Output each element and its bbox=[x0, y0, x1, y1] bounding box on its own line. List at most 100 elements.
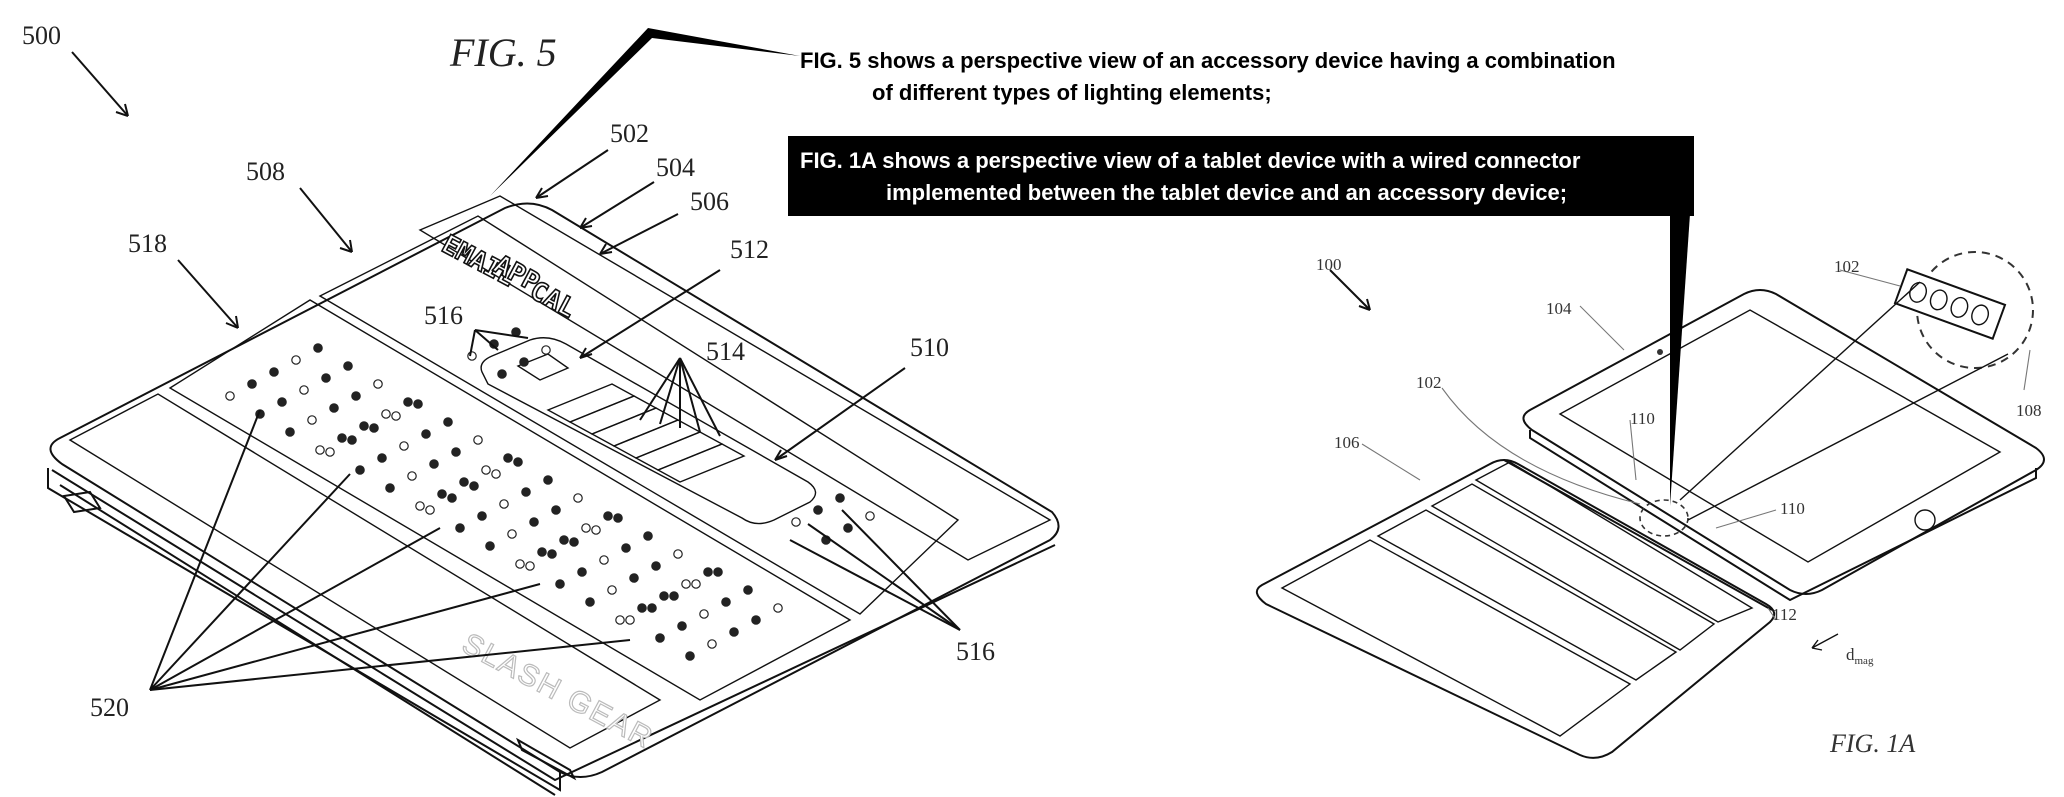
lighting-dot bbox=[513, 457, 523, 467]
lighting-dot bbox=[413, 399, 423, 409]
lighting-dot bbox=[499, 499, 509, 509]
hinge-strip bbox=[1503, 459, 1773, 611]
ref-106: 106 bbox=[1334, 433, 1360, 452]
lighting-dot bbox=[699, 609, 709, 619]
lighting-dot bbox=[315, 445, 325, 455]
caption-fig5: FIG. 5 shows a perspective view of an ac… bbox=[490, 28, 1616, 196]
ref-510: 510 bbox=[910, 333, 949, 362]
lighting-dot bbox=[485, 541, 495, 551]
ref-104: 104 bbox=[1546, 299, 1572, 318]
display-icon bbox=[516, 353, 570, 381]
lighting-dot bbox=[529, 517, 539, 527]
ref-102-top: 102 bbox=[1834, 257, 1860, 276]
hinge-tab-left bbox=[62, 490, 102, 514]
lighting-dot bbox=[329, 403, 339, 413]
lighting-dot bbox=[515, 559, 525, 569]
lighting-dot bbox=[437, 489, 447, 499]
caption-fig1a-line1: FIG. 1A shows a perspective view of a ta… bbox=[800, 148, 1581, 173]
caption-fig5-line1: FIG. 5 shows a perspective view of an ac… bbox=[800, 48, 1616, 73]
lighting-dot bbox=[443, 417, 453, 427]
ref-100: 100 bbox=[1316, 255, 1342, 274]
ref-102-left: 102 bbox=[1416, 373, 1442, 392]
lighting-dot bbox=[369, 423, 379, 433]
lighting-dot bbox=[669, 591, 679, 601]
caption-fig1a-box bbox=[788, 136, 1694, 216]
ref-508: 508 bbox=[246, 157, 285, 186]
lighting-dot bbox=[551, 505, 561, 515]
lighting-dot bbox=[621, 543, 631, 553]
lighting-dot bbox=[403, 397, 413, 407]
lighting-dot bbox=[655, 633, 665, 643]
ref-518: 518 bbox=[128, 229, 167, 258]
display-bars-514 bbox=[546, 383, 746, 483]
lighting-dot bbox=[429, 459, 439, 469]
ref-110-right: 110 bbox=[1780, 499, 1805, 518]
lighting-dot bbox=[581, 523, 591, 533]
fig1a-title: FIG. 1A bbox=[1829, 729, 1915, 758]
lighting-dot bbox=[729, 627, 739, 637]
lighting-dot bbox=[751, 615, 761, 625]
lighting-dot bbox=[537, 547, 547, 557]
lighting-dot bbox=[685, 651, 695, 661]
lighting-dot bbox=[543, 475, 553, 485]
lighting-dot bbox=[585, 597, 595, 607]
lighting-dot bbox=[491, 469, 501, 479]
lighting-dot bbox=[615, 615, 625, 625]
caption-fig1a: FIG. 1A shows a perspective view of a ta… bbox=[788, 136, 1694, 506]
lighting-dot bbox=[425, 505, 435, 515]
ref-512: 512 bbox=[730, 235, 769, 264]
lighting-dot bbox=[681, 579, 691, 589]
connector-pins bbox=[1909, 281, 1990, 326]
ref-112: 112 bbox=[1772, 605, 1797, 624]
lighting-dot bbox=[647, 603, 657, 613]
lighting-dot bbox=[577, 567, 587, 577]
lighting-dot bbox=[637, 603, 647, 613]
lighting-dot bbox=[591, 525, 601, 535]
panel-dots bbox=[168, 299, 852, 701]
lighting-dot bbox=[603, 511, 613, 521]
fig1a-drawing: 100 102 104 102 106 110 110 108 112 dmag… bbox=[1255, 251, 2045, 759]
lighting-dot bbox=[507, 529, 517, 539]
lighting-dots-520 bbox=[225, 343, 783, 661]
ref-520: 520 bbox=[90, 693, 129, 722]
lighting-dot bbox=[713, 567, 723, 577]
lighting-dot bbox=[459, 477, 469, 487]
lighting-dot bbox=[673, 549, 683, 559]
lighting-dot bbox=[381, 409, 391, 419]
lighting-dot bbox=[351, 391, 361, 401]
lighting-dot bbox=[407, 471, 417, 481]
lighting-dot bbox=[629, 573, 639, 583]
lighting-dot bbox=[277, 397, 287, 407]
panel-518 bbox=[68, 393, 662, 749]
lighting-dot bbox=[291, 355, 301, 365]
ref-500: 500 bbox=[22, 21, 61, 50]
lighting-dot-516 bbox=[791, 517, 801, 527]
lighting-dot bbox=[421, 429, 431, 439]
lighting-dot bbox=[659, 591, 669, 601]
lighting-dot bbox=[607, 585, 617, 595]
hinge-bar bbox=[47, 468, 561, 792]
lighting-dot bbox=[325, 447, 335, 457]
lighting-dot bbox=[599, 555, 609, 565]
lighting-dot bbox=[385, 483, 395, 493]
lighting-dot bbox=[613, 513, 623, 523]
cover-bottom-edge bbox=[51, 469, 1056, 782]
connector-circle bbox=[1639, 499, 1689, 537]
lighting-dot bbox=[521, 487, 531, 497]
lighting-dot bbox=[547, 549, 557, 559]
camera-dot bbox=[1657, 349, 1663, 355]
lighting-dot bbox=[347, 435, 357, 445]
lighting-dot bbox=[377, 453, 387, 463]
lighting-dot bbox=[299, 385, 309, 395]
lighting-dot-516 bbox=[541, 345, 551, 355]
lighting-dot bbox=[773, 603, 783, 613]
callout-pointer-fig1a bbox=[1670, 214, 1690, 506]
ref-110-left: 110 bbox=[1630, 409, 1655, 428]
ref-516-top: 516 bbox=[424, 301, 463, 330]
ref-516-bottom: 516 bbox=[956, 637, 995, 666]
fig5-title: FIG. 5 bbox=[449, 30, 557, 75]
lighting-dot-516 bbox=[843, 523, 853, 533]
lighting-dot bbox=[473, 435, 483, 445]
lighting-dot bbox=[337, 433, 347, 443]
